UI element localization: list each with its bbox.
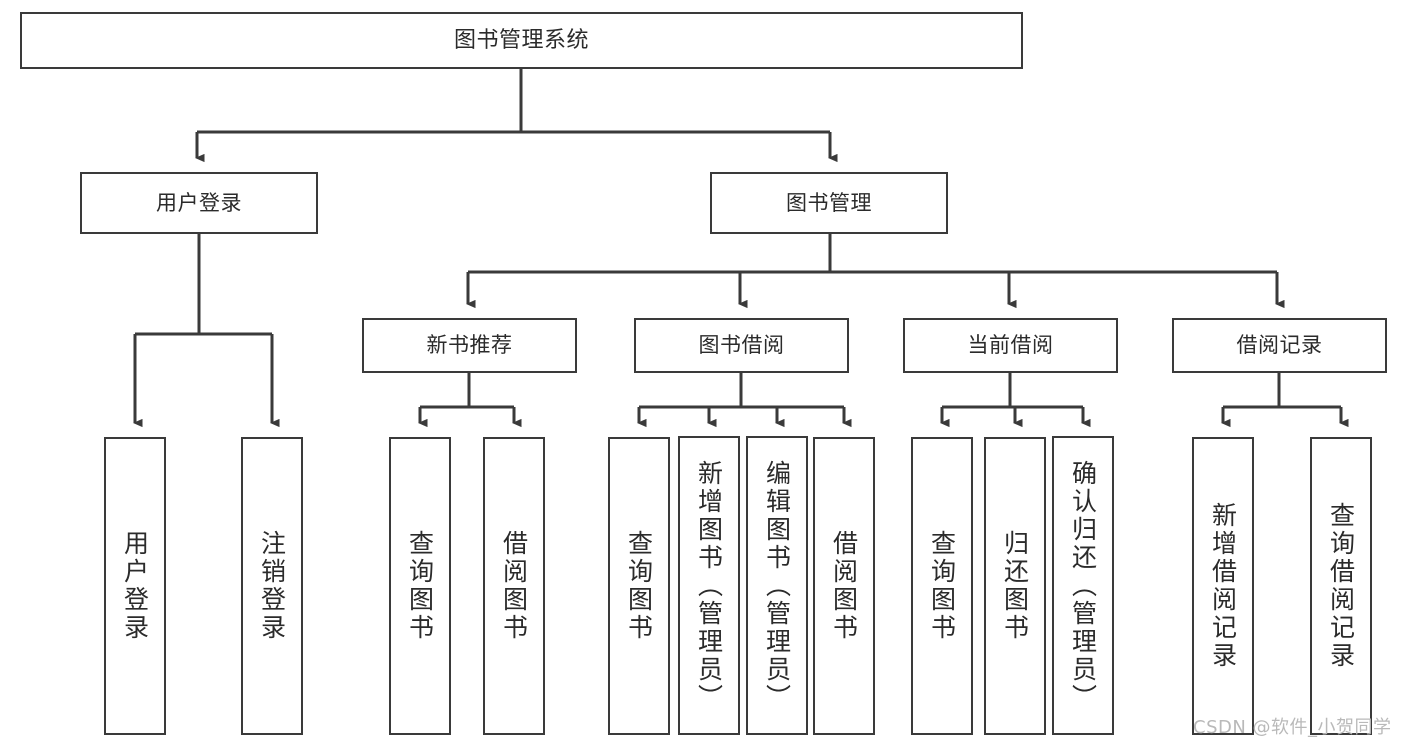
node-label: 新增借阅记录 [1208,502,1238,670]
node-label: 查询图书 [624,530,654,642]
node-leaf-query-book-recommend[interactable]: 查询图书 [389,437,451,735]
node-label: 注销登录 [257,530,287,642]
node-label: 当前借阅 [967,333,1054,358]
node-leaf-return-book[interactable]: 归还图书 [984,437,1046,735]
node-leaf-user-login[interactable]: 用户登录 [104,437,166,735]
node-label: 图书管理系统 [453,27,589,53]
node-label: 查询图书 [405,530,435,642]
node-leaf-query-borrow-record[interactable]: 查询借阅记录 [1310,437,1372,735]
edge-borrowrecord-to-leaves [1221,373,1349,428]
node-user-login[interactable]: 用户登录 [80,172,318,234]
node-label: 图书管理 [786,190,872,215]
node-leaf-logout[interactable]: 注销登录 [241,437,303,735]
edge-currentborrow-to-leaves [940,373,1091,428]
node-leaf-confirm-return[interactable]: 确认归还（管理员） [1052,436,1114,735]
node-label: 查询借阅记录 [1326,502,1356,670]
node-leaf-edit-book[interactable]: 编辑图书（管理员） [746,436,808,735]
node-borrow-record[interactable]: 借阅记录 [1172,318,1387,373]
node-label: 借阅图书 [829,530,859,642]
node-label: 借阅记录 [1236,333,1323,358]
node-label: 新书推荐 [426,333,513,358]
node-label: 用户登录 [120,530,150,642]
node-leaf-borrow-book[interactable]: 借阅图书 [813,437,875,735]
node-book-manage[interactable]: 图书管理 [710,172,948,234]
node-label: 确认归还（管理员） [1068,459,1098,712]
node-label: 归还图书 [1000,530,1030,642]
node-leaf-query-book-borrow[interactable]: 查询图书 [608,437,670,735]
node-label: 新增图书（管理员） [694,459,724,712]
edge-userlogin-to-leaves [133,234,280,428]
node-label: 查询图书 [927,530,957,642]
edge-booksystem-to-level3 [466,234,1285,309]
node-label: 编辑图书（管理员） [762,459,792,712]
csdn-watermark: CSDN @软件_小贺同学 [1193,717,1392,738]
node-leaf-add-book[interactable]: 新增图书（管理员） [678,436,740,735]
node-current-borrow[interactable]: 当前借阅 [903,318,1118,373]
node-leaf-borrow-book-recommend[interactable]: 借阅图书 [483,437,545,735]
edge-bookborrow-to-leaves [637,373,852,428]
edge-newbook-to-leaves [418,373,522,428]
node-leaf-add-borrow-record[interactable]: 新增借阅记录 [1192,437,1254,735]
node-book-borrow[interactable]: 图书借阅 [634,318,849,373]
node-label: 图书借阅 [698,333,785,358]
node-new-book-recommend[interactable]: 新书推荐 [362,318,577,373]
node-leaf-query-book-current[interactable]: 查询图书 [911,437,973,735]
node-root-system[interactable]: 图书管理系统 [20,12,1023,69]
node-label: 借阅图书 [499,530,529,642]
node-label: 用户登录 [156,190,242,215]
edge-root-to-level2 [195,69,838,163]
